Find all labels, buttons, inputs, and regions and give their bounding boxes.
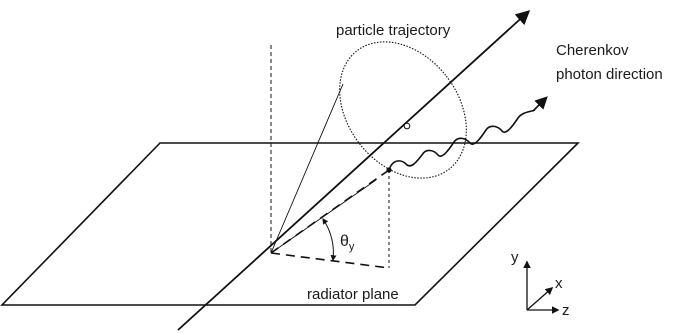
cherenkov-photon-wave (388, 109, 536, 171)
projection-ground-dashed (270, 252, 390, 269)
axis-z-label: z (562, 302, 570, 319)
coordinate-axes (523, 260, 560, 314)
cone-edge-upper (270, 83, 344, 254)
x-axis-arrow (526, 286, 554, 311)
cone-apex-point (403, 122, 411, 130)
particle-trajectory-label: particle trajectory (336, 22, 451, 39)
radiator-plane-label: radiator plane (307, 286, 399, 303)
cherenkov-label-line2: photon direction (556, 66, 663, 83)
axis-y-label: y (511, 249, 519, 266)
photon-dashed-line (270, 169, 390, 254)
cherenkov-arrow-head-line (532, 96, 548, 112)
particle-trajectory-line (177, 10, 531, 331)
theta-symbol: θ (340, 233, 349, 250)
cherenkov-label-line1: Cherenkov (556, 42, 629, 59)
radiator-plane (0, 142, 580, 306)
theta-y-label: θy (340, 233, 355, 253)
theta-subscript: y (349, 241, 355, 253)
cone-base-ellipse (339, 41, 467, 179)
axis-x-label: x (555, 275, 563, 292)
theta-angle-arc (322, 218, 337, 262)
